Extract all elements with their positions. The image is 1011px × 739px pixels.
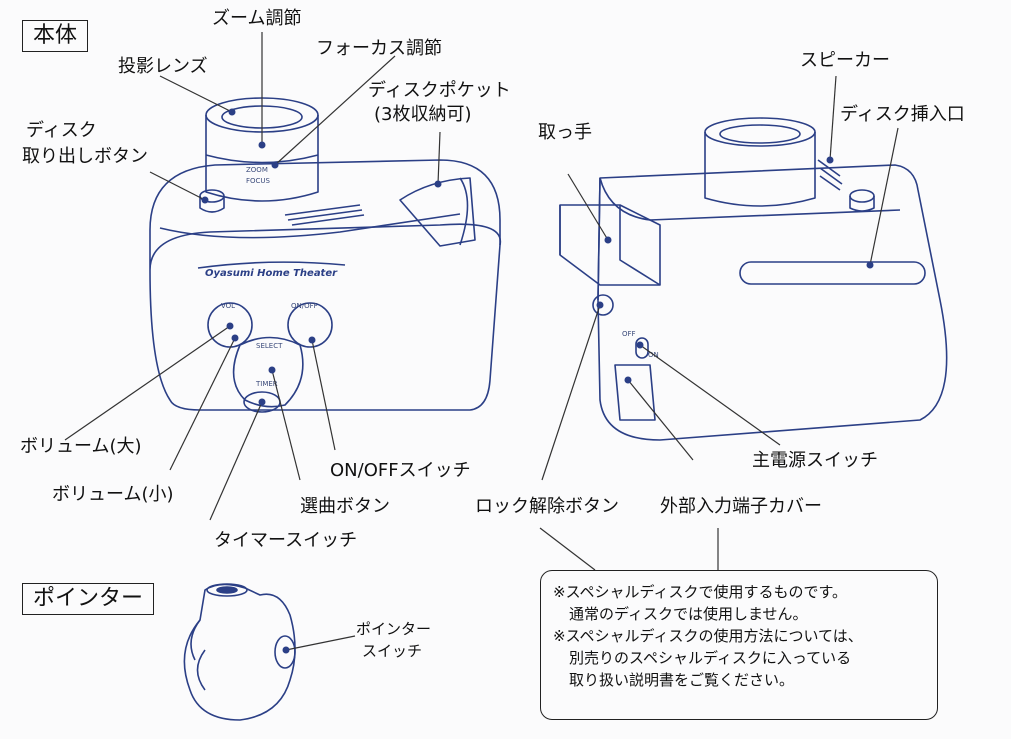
face-panel [232, 336, 304, 408]
back-body [597, 164, 948, 441]
label-vol-up: ボリューム(大) [20, 436, 142, 457]
section-title-pointer: ポインター [22, 583, 155, 615]
label-eject-1: ディスク [26, 120, 97, 141]
note-line-1: ※スペシャルディスクで使用するものです。 [553, 583, 847, 601]
device-print-focus: FOCUS [246, 177, 271, 185]
label-main-power: 主電源スイッチ [752, 450, 878, 471]
label-lock-release: ロック解除ボタン [475, 496, 619, 517]
lens-cylinder [205, 115, 319, 202]
note-line-4: 別売りのスペシャルディスクに入っている [569, 649, 852, 667]
label-focus: フォーカス調節 [316, 38, 442, 59]
label-handle: 取っ手 [538, 122, 592, 143]
pointer-glove [183, 583, 296, 721]
handle [559, 204, 661, 286]
brand-logo-text: Oyasumi Home Theater [205, 268, 338, 279]
label-disc-slot: ディスク挿入口 [840, 104, 965, 125]
note-box: ※スペシャルディスクで使用するものです。 通常のディスクでは使用しません。 ※ス… [540, 570, 938, 720]
label-disc-pocket-sub: (3枚収納可) [374, 104, 472, 125]
onoff-ear [287, 302, 333, 348]
device-print-vol: VOL [221, 302, 235, 310]
label-ext-input: 外部入力端子カバー [660, 496, 822, 517]
device-print-off: OFF [622, 330, 636, 338]
disc-pocket [399, 177, 476, 247]
label-zoom: ズーム調節 [212, 8, 302, 29]
label-eject-2: 取り出しボタン [22, 146, 148, 167]
label-pointer-switch-1: ポインター [356, 620, 432, 638]
ext-input-cover [614, 364, 656, 421]
label-vol-down: ボリューム(小) [52, 484, 174, 505]
device-print-zoom: ZOOM [246, 166, 268, 174]
label-disc-pocket: ディスクポケット [368, 80, 511, 101]
note-line-5: 取り扱い説明書をご覧ください。 [569, 671, 795, 689]
note-line-3: ※スペシャルディスクの使用方法については、 [553, 627, 863, 645]
device-print-onoff: ON/OFF [291, 302, 318, 310]
disc-slot [739, 261, 926, 285]
label-speaker: スピーカー [800, 50, 890, 71]
device-print-select: SELECT [256, 342, 283, 350]
label-onoff: ON/OFFスイッチ [330, 460, 471, 481]
label-pointer-switch-2: スイッチ [362, 642, 423, 660]
note-line-2: 通常のディスクでは使用しません。 [569, 605, 808, 623]
front-body-top-surface [159, 213, 461, 239]
device-print-timer: TIMER [255, 380, 278, 388]
front-body-top [149, 159, 501, 245]
label-lens: 投影レンズ [118, 56, 208, 77]
front-body [149, 223, 502, 411]
section-title-body: 本体 [22, 20, 89, 52]
label-select: 選曲ボタン [300, 496, 390, 517]
label-timer: タイマースイッチ [214, 530, 358, 551]
